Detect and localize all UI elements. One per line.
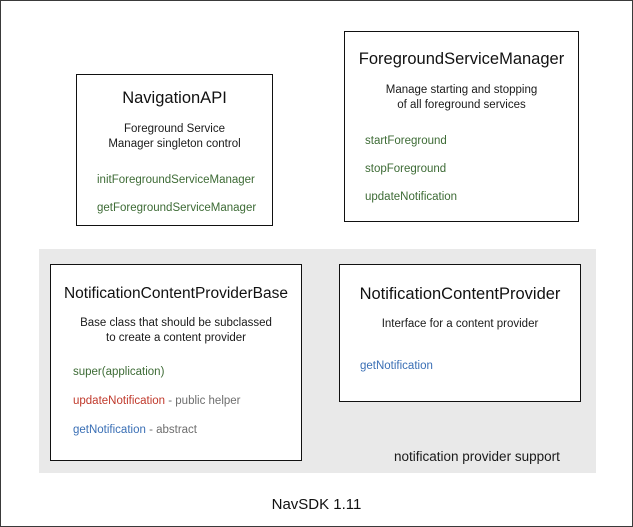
member-row[interactable]: getNotification bbox=[360, 360, 572, 374]
member-name: initForegroundServiceManager bbox=[97, 174, 255, 187]
class-description-foreground-service-manager: Manage starting and stopping of all fore… bbox=[355, 83, 568, 113]
class-description-line: Manager singleton control bbox=[108, 138, 241, 151]
member-row[interactable]: startForeground bbox=[365, 135, 568, 149]
class-description-notification-content-provider: Interface for a content provider bbox=[348, 317, 572, 332]
member-row[interactable]: getForegroundServiceManager bbox=[97, 202, 262, 216]
member-row[interactable]: initForegroundServiceManager bbox=[97, 174, 262, 188]
member-row[interactable]: getNotification - abstract bbox=[73, 424, 295, 438]
class-box-navigation-api[interactable]: NavigationAPI Foreground Service Manager… bbox=[76, 74, 273, 226]
member-row[interactable]: super(application) bbox=[73, 366, 295, 380]
member-row[interactable]: stopForeground bbox=[365, 163, 568, 177]
member-list-foreground-service-manager: startForeground stopForeground updateNot… bbox=[355, 135, 568, 204]
class-description-navigation-api: Foreground Service Manager singleton con… bbox=[87, 122, 262, 152]
class-box-foreground-service-manager[interactable]: ForegroundServiceManager Manage starting… bbox=[344, 31, 579, 222]
member-name: updateNotification bbox=[73, 394, 166, 407]
class-description-line: Base class that should be subclassed bbox=[80, 316, 272, 329]
member-list-navigation-api: initForegroundServiceManager getForegrou… bbox=[87, 174, 262, 216]
class-description-line: Manage starting and stopping bbox=[385, 83, 538, 96]
member-list-notification-content-provider-base: super(application) updateNotification - … bbox=[57, 366, 295, 437]
member-name: getNotification bbox=[73, 423, 146, 436]
member-name: stopForeground bbox=[365, 163, 447, 176]
class-description-line: of all foreground services bbox=[397, 99, 526, 112]
class-box-notification-content-provider-base[interactable]: NotificationContentProviderBase Base cla… bbox=[50, 264, 302, 461]
class-box-notification-content-provider[interactable]: NotificationContentProvider Interface fo… bbox=[339, 264, 581, 402]
class-description-line: Interface for a content provider bbox=[381, 317, 539, 330]
member-row[interactable]: updateNotification bbox=[365, 191, 568, 205]
member-name: getForegroundServiceManager bbox=[97, 202, 257, 215]
member-name: startForeground bbox=[365, 135, 447, 148]
class-title-foreground-service-manager: ForegroundServiceManager bbox=[358, 50, 565, 68]
class-description-notification-content-provider-base: Base class that should be subclassed to … bbox=[57, 316, 295, 346]
member-row[interactable]: updateNotification - public helper bbox=[73, 395, 295, 409]
member-name: super(application) bbox=[73, 366, 165, 379]
member-note: - abstract bbox=[145, 423, 198, 436]
footer-caption: NavSDK 1.11 bbox=[271, 496, 362, 513]
class-title-notification-content-provider: NotificationContentProvider bbox=[359, 285, 561, 303]
member-name: updateNotification bbox=[365, 190, 458, 203]
member-note: - public helper bbox=[165, 394, 241, 407]
member-name: getNotification bbox=[360, 360, 433, 373]
class-title-notification-content-provider-base: NotificationContentProviderBase bbox=[63, 285, 288, 302]
class-description-line: Foreground Service bbox=[124, 122, 225, 135]
class-description-line: to create a content provider bbox=[106, 331, 246, 344]
group-panel-caption: notification provider support bbox=[394, 449, 560, 464]
class-title-navigation-api: NavigationAPI bbox=[122, 89, 227, 107]
member-list-notification-content-provider: getNotification bbox=[348, 360, 572, 374]
